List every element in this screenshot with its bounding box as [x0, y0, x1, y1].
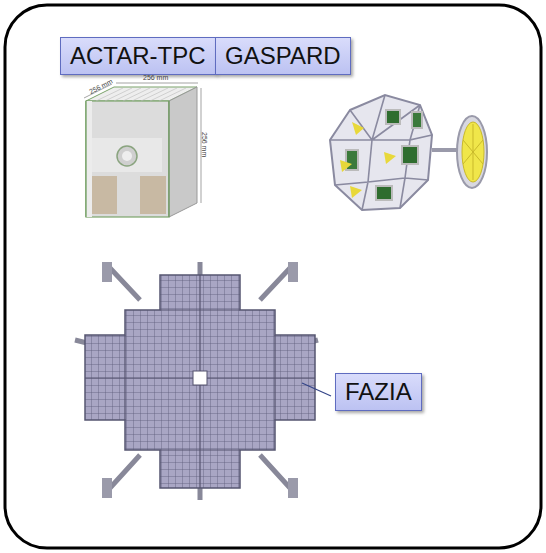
actar-cube — [84, 83, 201, 217]
leader-line — [302, 383, 331, 396]
box-label: ACTAR-TPC — [70, 42, 206, 70]
dimension-label: 256 mm — [143, 74, 168, 82]
fazia-array — [75, 262, 318, 500]
box-label: FAZIA — [345, 378, 412, 406]
gaspard-array — [330, 95, 487, 210]
fazia-box: FAZIA — [335, 373, 422, 411]
gaspard-box: GASPARD — [215, 37, 351, 75]
dimension-label: 256 mm — [88, 78, 114, 97]
actar-tpc-box: ACTAR-TPC — [60, 37, 216, 75]
panel-outline — [5, 5, 541, 548]
dimension-label: 256 mm — [200, 132, 208, 157]
box-label: GASPARD — [225, 42, 341, 70]
